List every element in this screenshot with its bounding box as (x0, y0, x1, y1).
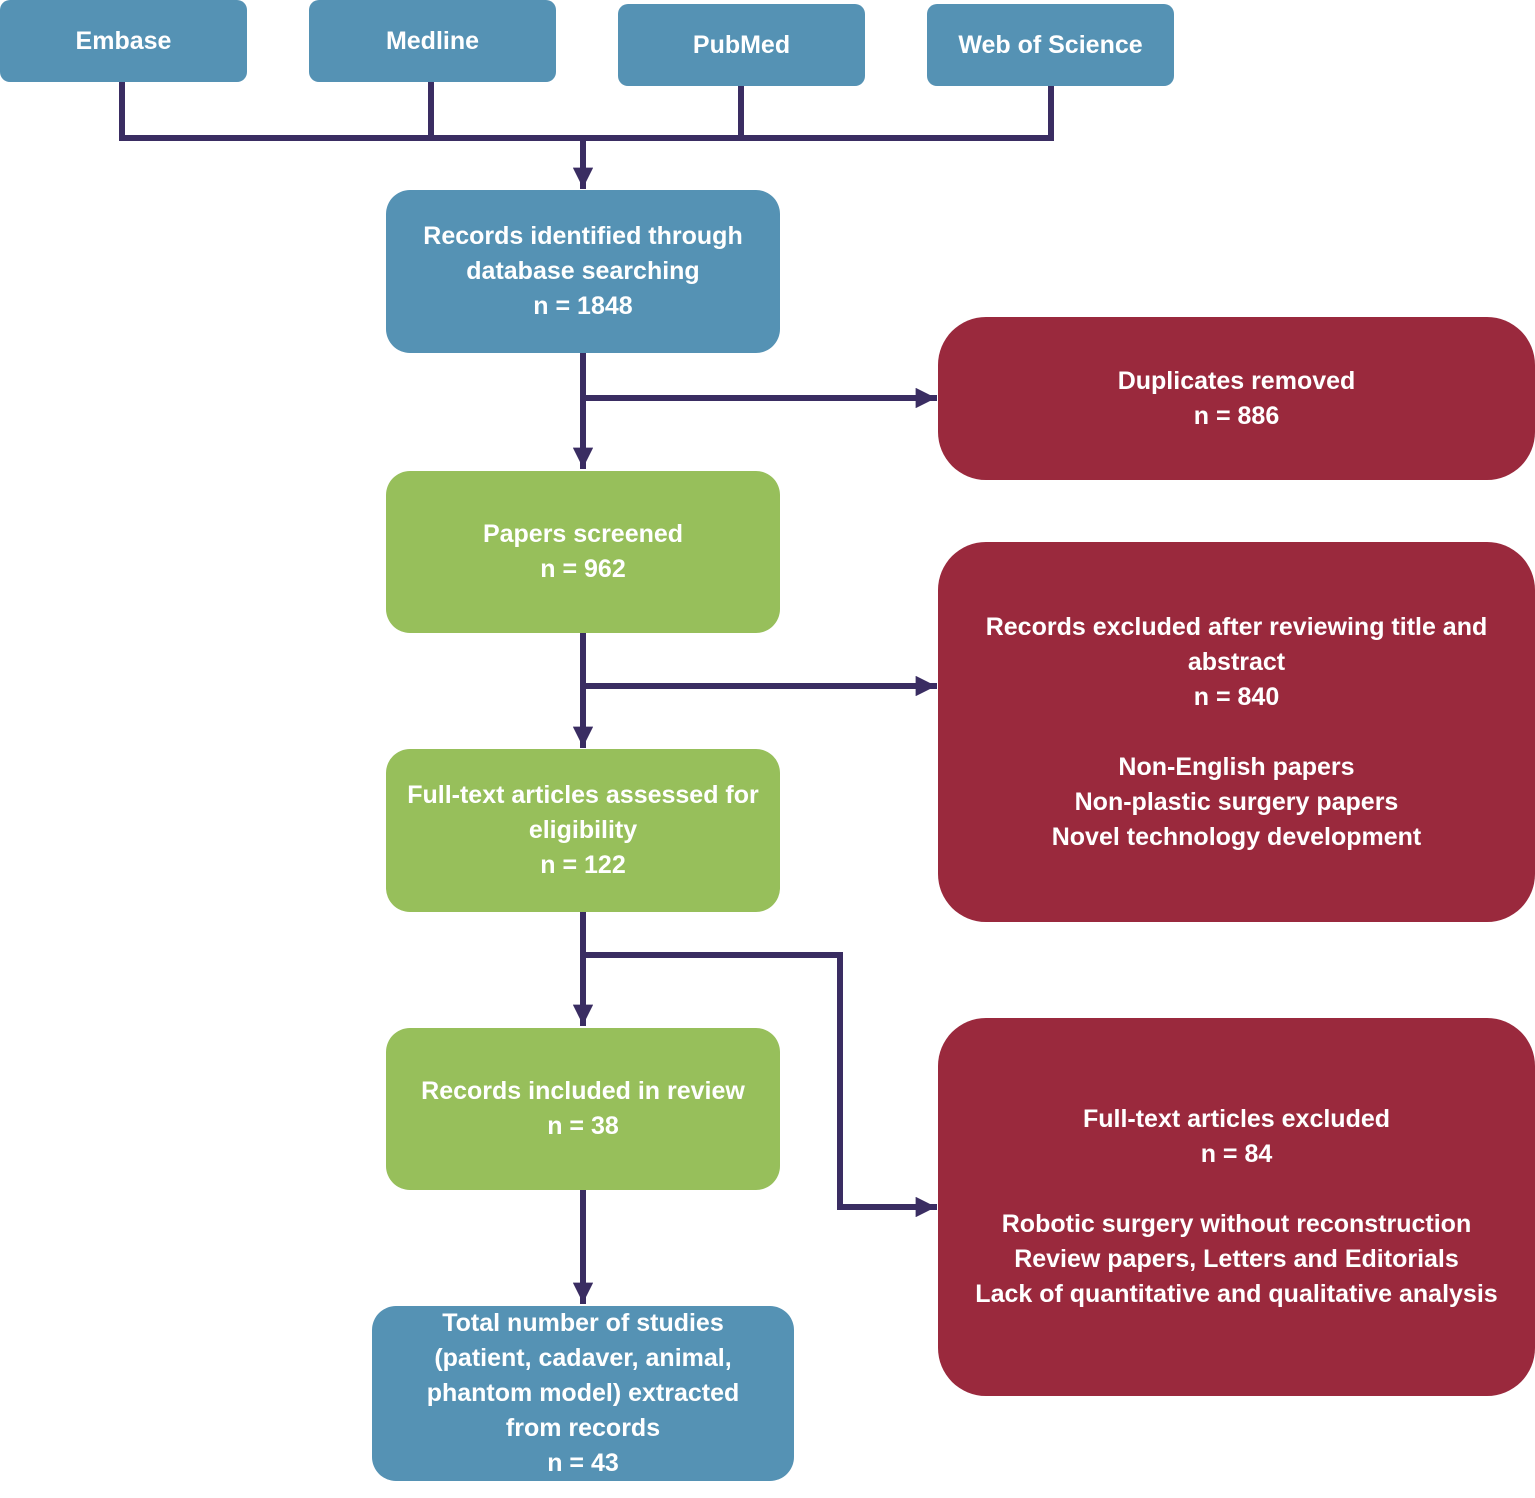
included-box: Records included in review n = 38 (386, 1028, 780, 1190)
duplicates-box: Duplicates removed n = 886 (938, 317, 1535, 480)
total-line-1: Total number of studies (442, 1309, 724, 1337)
excluded-abstract-line-1: Records excluded after reviewing title a… (985, 612, 1488, 641)
fulltext-box: Full-text articles assessed for eligibil… (386, 749, 780, 912)
total-line-4: from records (505, 1414, 661, 1442)
arrow-to-excluded-fulltext (580, 952, 937, 1218)
identified-box: Records identified through database sear… (386, 190, 780, 353)
identified-line-2: database searching (466, 257, 700, 285)
source-label-pubmed: PubMed (692, 30, 791, 59)
source-box-pubmed: PubMed (618, 4, 865, 86)
identified-line-1: Records identified through (423, 222, 743, 250)
excluded-abstract-reason-3: Novel technology development (1051, 822, 1422, 851)
excluded-fulltext-reason-2: Review papers, Letters and Editorials (1014, 1245, 1459, 1273)
included-label: Records included in review (421, 1077, 745, 1105)
duplicates-count: n = 886 (1193, 401, 1280, 430)
total-count: n = 43 (547, 1449, 619, 1477)
total-box: Total number of studies (patient, cadave… (372, 1306, 794, 1481)
source-label-embase: Embase (75, 26, 172, 55)
excluded-fulltext-reason-3: Lack of quantitative and qualitative ana… (975, 1280, 1498, 1308)
duplicates-label: Duplicates removed (1117, 366, 1356, 395)
excluded-fulltext-label: Full-text articles excluded (1082, 1105, 1391, 1133)
fulltext-line-2: eligibility (528, 816, 638, 844)
source-box-embase: Embase (0, 0, 247, 82)
excluded-abstract-line-2: abstract (1187, 647, 1286, 676)
screened-count: n = 962 (540, 555, 626, 583)
excluded-fulltext-reason-1: Robotic surgery without reconstruction (1001, 1210, 1472, 1238)
source-box-medline: Medline (309, 0, 556, 82)
source-box-web-of-science: Web of Science (927, 4, 1174, 86)
source-label-web-of-science: Web of Science (958, 30, 1143, 59)
identified-count: n = 1848 (533, 292, 633, 320)
excluded-abstract-count: n = 840 (1193, 682, 1280, 711)
excluded-abstract-reason-1: Non-English papers (1118, 752, 1355, 781)
total-line-2: (patient, cadaver, animal, (434, 1344, 732, 1372)
excluded-fulltext-box: Full-text articles excluded n = 84 Robot… (938, 1018, 1535, 1396)
screened-box: Papers screened n = 962 (386, 471, 780, 633)
included-count: n = 38 (547, 1112, 619, 1140)
fulltext-line-1: Full-text articles assessed for (407, 781, 759, 809)
excluded-fulltext-count: n = 84 (1200, 1140, 1273, 1168)
excluded-abstract-reason-2: Non-plastic surgery papers (1074, 787, 1399, 816)
total-line-3: phantom model) extracted (426, 1379, 740, 1407)
screened-label: Papers screened (482, 520, 684, 548)
excluded-abstract-box: Records excluded after reviewing title a… (938, 542, 1535, 922)
source-label-medline: Medline (385, 26, 480, 55)
fulltext-count: n = 122 (540, 851, 626, 879)
